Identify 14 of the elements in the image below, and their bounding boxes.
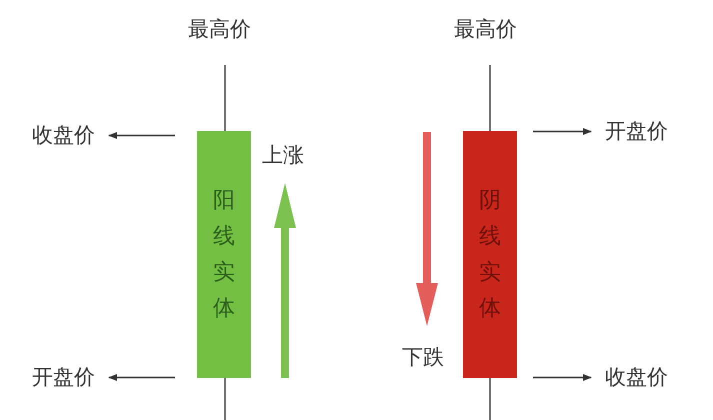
price-label: 开盘价 [32,367,95,388]
candle-body: 阳线实体 [197,131,251,378]
price-label: 收盘价 [32,125,95,146]
arrow [533,374,592,382]
price-label: 收盘价 [605,367,668,388]
arrow [108,132,175,140]
price-label: 上涨 [262,145,304,166]
price-label: 开盘价 [605,121,668,142]
arrow [108,374,175,382]
price-label: 下跌 [402,347,444,368]
price-label: 最高价 [188,19,251,40]
price-label: 最高价 [454,19,517,40]
arrow [533,128,592,136]
candle-body: 阴线实体 [463,131,517,378]
